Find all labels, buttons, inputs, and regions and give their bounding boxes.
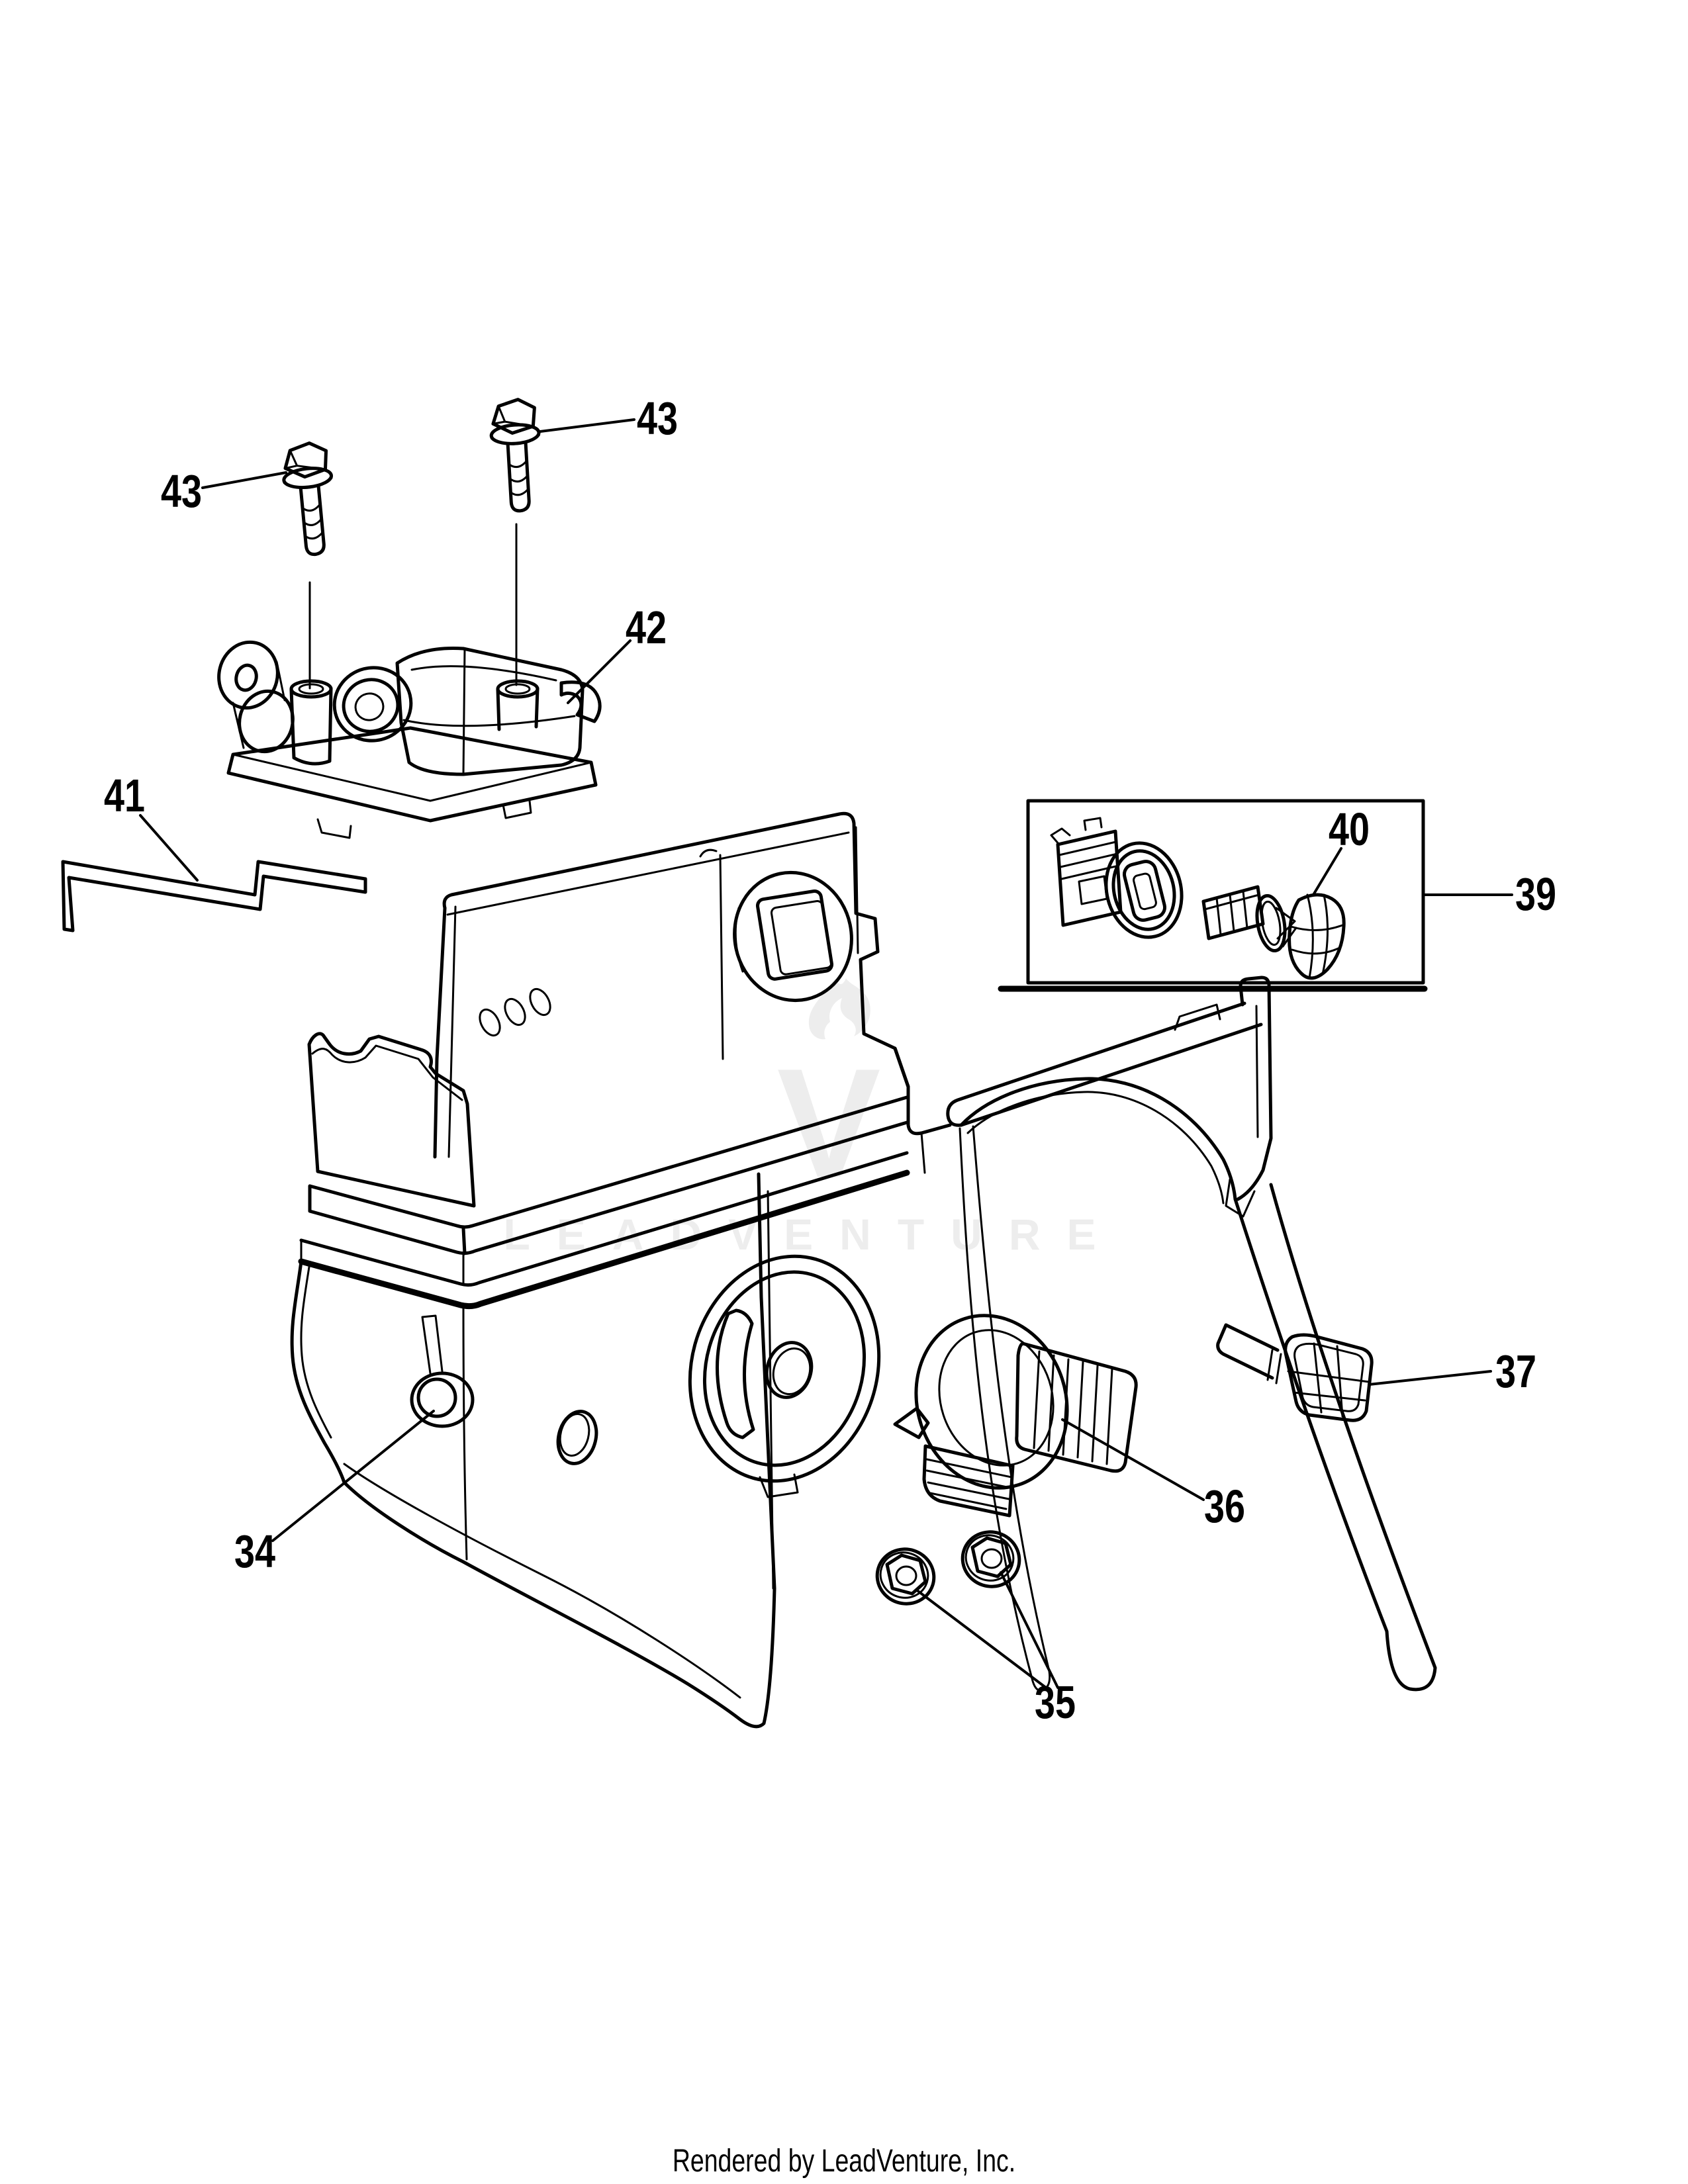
callout-41: 41 [104, 770, 145, 821]
leader-42 [567, 639, 632, 704]
callout-34: 34 [234, 1525, 275, 1577]
callout-36: 36 [1204, 1480, 1245, 1532]
callout-37: 37 [1495, 1345, 1536, 1397]
leader-35-left [915, 1588, 1053, 1693]
callout-35: 35 [1035, 1676, 1076, 1728]
trim-strip-drawing [61, 860, 367, 933]
leader-34 [271, 1410, 435, 1542]
ignition-key-drawing [1216, 1323, 1374, 1422]
leadventure-watermark: V LEADVENTURE [503, 978, 1122, 1259]
callout-42: 42 [626, 602, 667, 653]
watermark-text: LEADVENTURE [503, 1210, 1122, 1259]
flange-nut-left-drawing [875, 1547, 936, 1606]
callout-labels: 43 43 42 41 40 39 37 36 34 35 [104, 392, 1556, 1728]
leader-43-right [539, 418, 635, 433]
inset-box [998, 799, 1428, 992]
bolt-right-drawing [489, 398, 545, 686]
callout-43-right: 43 [637, 392, 678, 444]
ignition-key-small-drawing [1201, 885, 1346, 980]
leader-43-left [201, 471, 287, 489]
footer-credit: Rendered by LeadVenture, Inc. [672, 2144, 1016, 2179]
leader-lines [139, 418, 1513, 1693]
leader-35-right [1000, 1571, 1059, 1689]
leader-40 [1312, 847, 1342, 896]
bracket-assembly-drawing [217, 640, 602, 839]
flange-nut-right-drawing [961, 1530, 1021, 1588]
console-housing-drawing [290, 811, 910, 1729]
ignition-switch-drawing [1050, 817, 1184, 939]
callout-40: 40 [1329, 803, 1370, 855]
leader-37 [1368, 1370, 1492, 1386]
chute-knob-drawing [893, 1314, 1138, 1518]
leader-41 [139, 814, 199, 882]
bolt-left-drawing [280, 441, 339, 690]
leader-36 [1061, 1418, 1205, 1501]
watermark-logo-letter: V [777, 1036, 881, 1210]
callout-43-left: 43 [161, 465, 202, 517]
callout-39: 39 [1515, 868, 1556, 920]
